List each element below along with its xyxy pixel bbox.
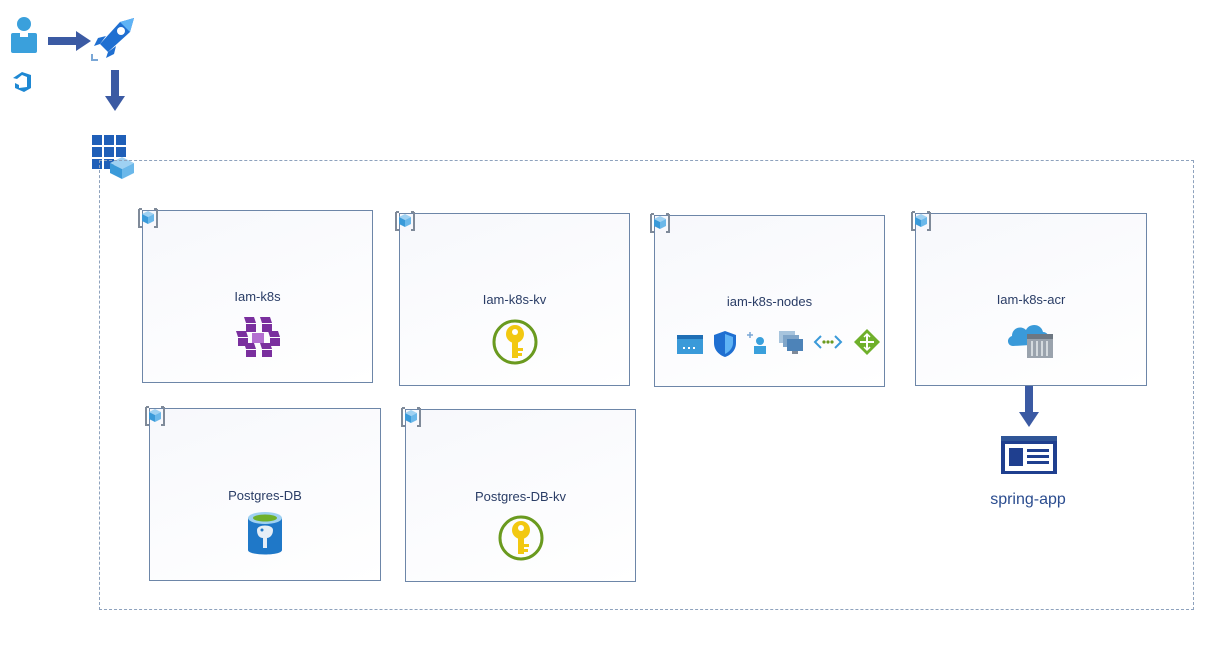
key-vault-icon	[498, 515, 543, 561]
resource-group-label: Iam-k8s-acr	[996, 292, 1066, 307]
resource-group-icon	[401, 407, 421, 427]
route-table-icon	[854, 329, 880, 355]
key-vault-icon	[492, 319, 537, 365]
user-icon	[11, 17, 37, 53]
azure-devops-icon	[13, 72, 31, 92]
resource-group-postgres-db[interactable]: Postgres-DB	[145, 406, 381, 581]
managed-identity-icon	[747, 332, 766, 354]
arrow-pipeline-to-subscription	[105, 70, 125, 111]
resource-group-iam-k8s-kv[interactable]: Iam-k8s-kv	[395, 211, 630, 386]
resource-group-iam-k8s[interactable]: Iam-k8s	[138, 208, 373, 383]
kubernetes-service-icon	[235, 317, 280, 357]
container-registry-icon	[1007, 324, 1053, 358]
rocket-pipeline-icon	[91, 18, 134, 61]
resource-group-label: iam-k8s-nodes	[726, 294, 813, 309]
virtual-machine-scale-set-icon	[779, 331, 803, 354]
resource-group-icon	[911, 211, 931, 231]
resource-group-label: Postgres-DB	[228, 488, 302, 503]
resource-group-iam-k8s-acr[interactable]: Iam-k8s-acr	[911, 211, 1147, 386]
resource-group-postgres-db-kv[interactable]: Postgres-DB-kv	[401, 407, 636, 582]
postgres-database-icon	[248, 512, 282, 555]
load-balancer-icon	[677, 335, 703, 354]
arrow-user-to-pipeline	[48, 31, 91, 51]
resource-group-icon	[395, 211, 415, 231]
arrow-acr-to-app	[1019, 386, 1039, 427]
subscription-boundary	[99, 160, 1194, 610]
resource-group-iam-k8s-nodes[interactable]: iam-k8s-nodes	[650, 213, 885, 387]
resource-group-label: Postgres-DB-kv	[474, 489, 567, 504]
resource-group-label: Iam-k8s	[234, 289, 281, 304]
resource-group-icon	[145, 406, 165, 426]
resource-group-label: Iam-k8s-kv	[482, 292, 547, 307]
app-label: spring-app	[990, 491, 1066, 508]
app-service-icon[interactable]	[1000, 435, 1058, 475]
resource-group-icon	[650, 213, 670, 233]
virtual-network-icon	[813, 335, 843, 349]
resource-group-icon	[138, 208, 158, 228]
network-security-group-icon	[714, 331, 736, 357]
